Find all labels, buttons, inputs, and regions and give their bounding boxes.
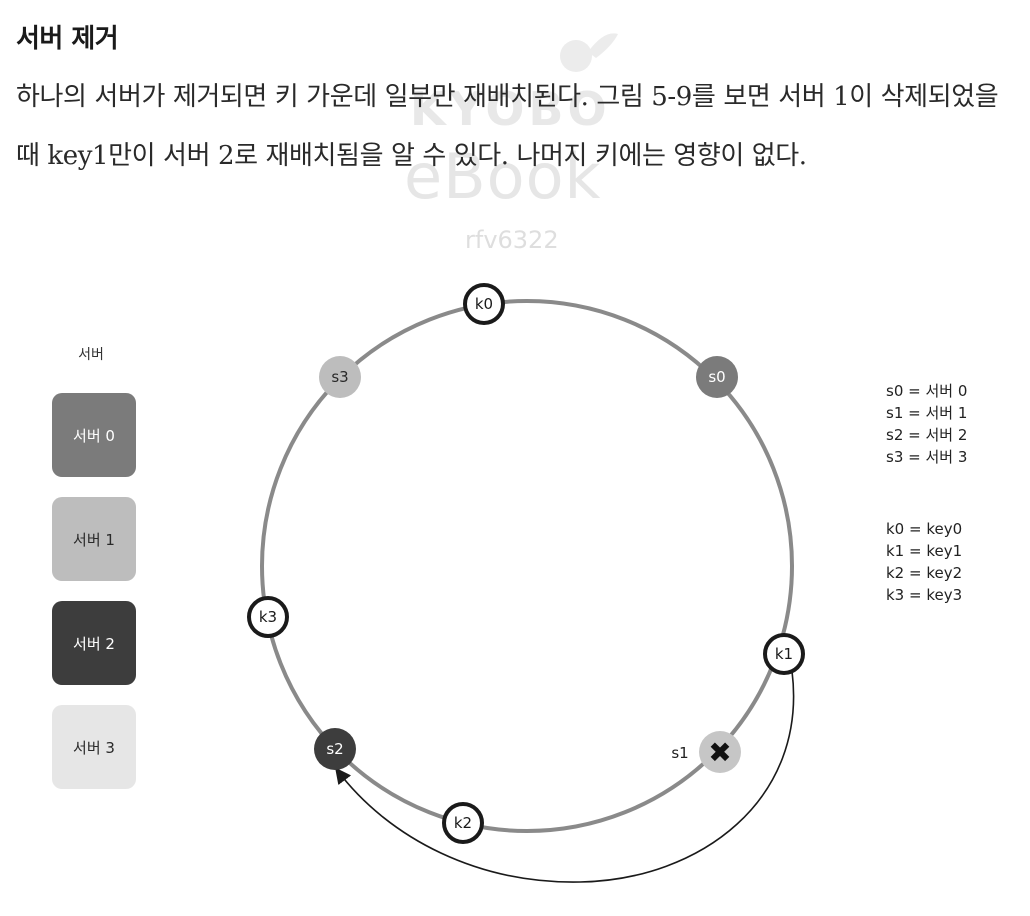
legend-server-2: 서버 2 xyxy=(52,601,136,685)
ring-node-label: s0 xyxy=(708,368,725,386)
ring-node-s2: s2 xyxy=(314,728,356,770)
key-mapping-item: k1 = key1 xyxy=(886,542,963,560)
server-mapping-item: s2 = 서버 2 xyxy=(886,426,968,444)
ring-node-label: k2 xyxy=(454,814,472,832)
ring-node-label: k3 xyxy=(259,608,277,626)
server-mapping-item: s0 = 서버 0 xyxy=(886,382,968,400)
watermark-ebook: eBook xyxy=(404,140,602,213)
ring-node-s0: s0 xyxy=(696,356,738,398)
key-mapping-item: k2 = key2 xyxy=(886,564,963,582)
legend-server-1: 서버 1 xyxy=(52,497,136,581)
server-mapping-item: s1 = 서버 1 xyxy=(886,404,968,422)
key-mapping-list: k0 = key0 k1 = key1 k2 = key2 k3 = key3 xyxy=(886,518,962,606)
ring-node-s1: ✖ s1 xyxy=(671,731,741,773)
ring-node-label: k0 xyxy=(475,295,493,313)
redistribution-arrow xyxy=(335,670,795,883)
ring-node-label: s2 xyxy=(326,740,343,758)
ring-node-k3: k3 xyxy=(247,596,289,638)
legend-server-0: 서버 0 xyxy=(52,393,136,477)
key-mapping-item: k0 = key0 xyxy=(886,520,963,538)
server-mapping-list: s0 = 서버 0 s1 = 서버 1 s2 = 서버 2 s3 = 서버 3 xyxy=(886,380,967,468)
legend-server-3: 서버 3 xyxy=(52,705,136,789)
watermark-logo: KYOBO xyxy=(410,82,611,136)
ring-node-k1: k1 xyxy=(763,633,805,675)
removed-x-icon: ✖ xyxy=(708,736,731,769)
server-mapping-item: s3 = 서버 3 xyxy=(886,448,968,466)
watermark-id: rfv6322 xyxy=(465,226,559,254)
ring-node-label: s3 xyxy=(331,368,348,386)
ring-node-label: s1 xyxy=(671,744,688,762)
ring-node-k0: k0 xyxy=(463,283,505,325)
legend-title: 서버 xyxy=(78,347,104,363)
ring-node-s3: s3 xyxy=(319,356,361,398)
hash-ring xyxy=(260,299,794,833)
body-paragraph: 하나의 서버가 제거되면 키 가운데 일부만 재배치된다. 그림 5-9를 보면… xyxy=(16,82,999,171)
key-mapping-item: k3 = key3 xyxy=(886,586,963,604)
ring-node-label: k1 xyxy=(775,645,793,663)
section-heading: 서버 제거 xyxy=(16,24,119,54)
ring-node-k2: k2 xyxy=(442,802,484,844)
kyobo-bird-watermark-icon xyxy=(560,33,618,72)
